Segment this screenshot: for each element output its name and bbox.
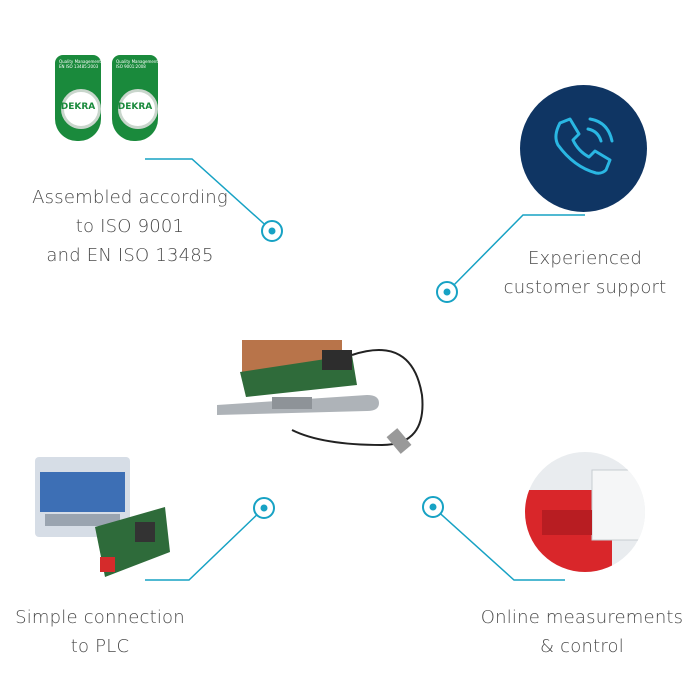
connector-support (446, 214, 585, 293)
label-plc: Simple connection to PLC (15, 607, 185, 657)
certificate-brand: DEKRA (117, 102, 153, 112)
dot-iso (261, 220, 283, 242)
certificate-badge-9001: Quality Management ISO 9001:2008 DEKRA (112, 55, 158, 141)
dekra-seal-icon (61, 89, 101, 129)
dot-support (436, 281, 458, 303)
connector-measurements (432, 506, 565, 581)
label-support: Experienced customer support (503, 248, 667, 298)
measurement-photo (525, 452, 645, 572)
certificate-header: Quality Management EN ISO 13485:2003 (59, 59, 101, 69)
sensor-product-photo (217, 340, 424, 454)
dot-plc (253, 497, 275, 519)
certificate-brand: DEKRA (60, 102, 96, 112)
dot-measurements (422, 496, 444, 518)
dekra-seal-icon (118, 89, 158, 129)
phone-icon (554, 117, 614, 175)
plc-photo (35, 457, 170, 577)
connector-iso (145, 158, 273, 232)
phone-support-icon (520, 85, 647, 212)
label-measurements: Online measurements & control (480, 607, 684, 657)
certificate-badge-13485: Quality Management EN ISO 13485:2003 DEK… (55, 55, 101, 141)
label-iso: Assembled according to ISO 9001 and EN I… (32, 187, 228, 266)
connector-plc (145, 507, 265, 581)
certificate-header: Quality Management ISO 9001:2008 (116, 59, 158, 69)
